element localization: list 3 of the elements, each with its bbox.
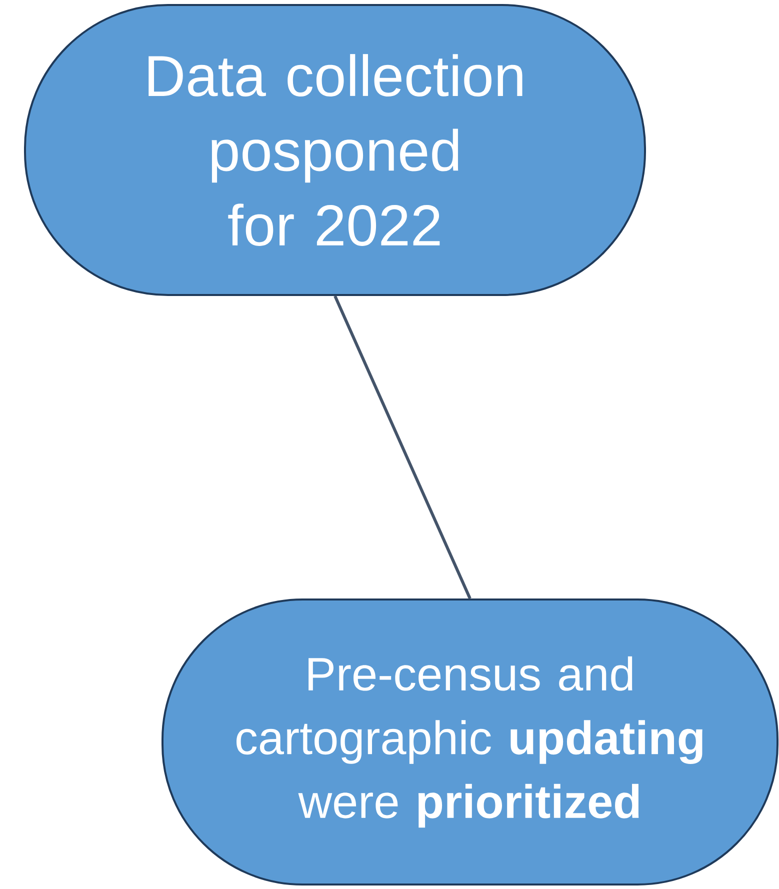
connector-line bbox=[334, 295, 472, 600]
rounded-box: Data collection posponed for 2022 bbox=[24, 4, 646, 296]
rounded-box: Pre-census and cartographic updating were prioritized bbox=[162, 598, 778, 886]
